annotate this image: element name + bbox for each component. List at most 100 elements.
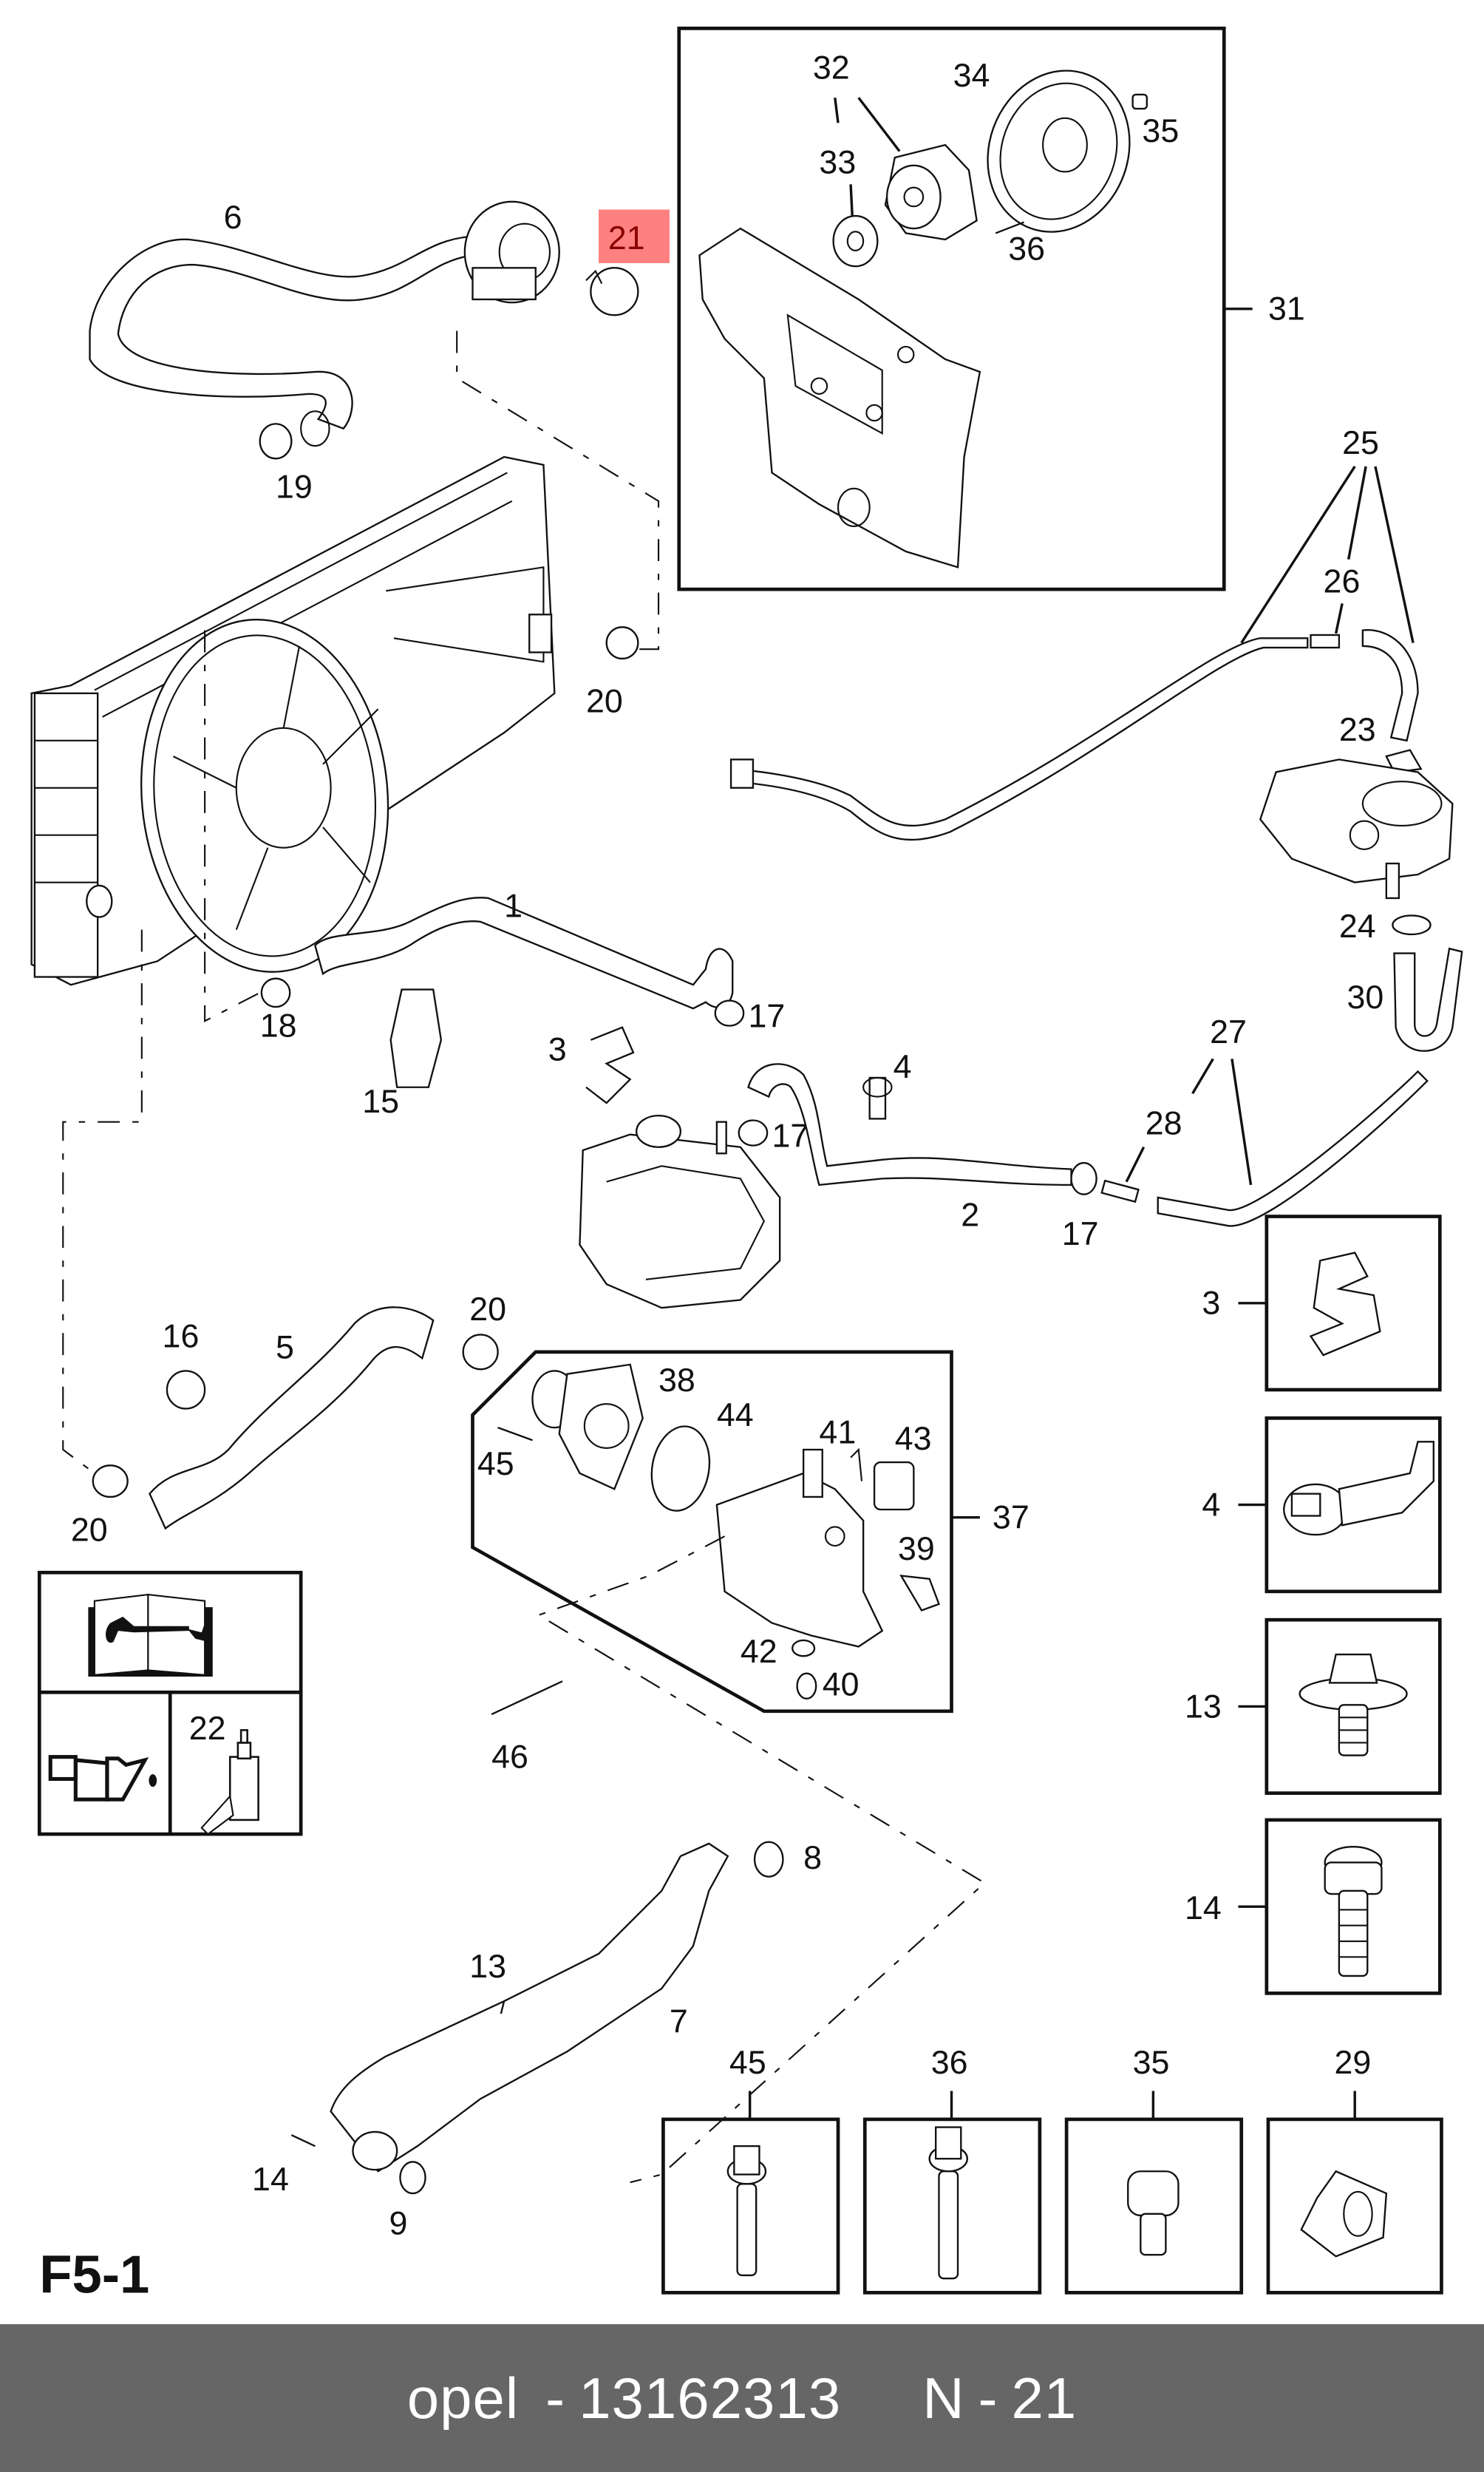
callout-46[interactable]: 46	[491, 1739, 528, 1776]
clamp-20-lower	[92, 1464, 129, 1498]
lower-hose-5	[149, 1306, 435, 1530]
bracket-15	[389, 988, 443, 1088]
callout-17-a[interactable]: 17	[749, 998, 786, 1035]
callout-43[interactable]: 43	[895, 1420, 932, 1457]
sensor-39	[899, 1575, 940, 1612]
callout-42[interactable]: 42	[741, 1633, 777, 1670]
side-box-13[interactable]: 13	[1185, 1617, 1442, 1796]
callout-40[interactable]: 40	[823, 1666, 860, 1703]
clamp-20-mid	[462, 1334, 499, 1371]
callout-41[interactable]: 41	[819, 1413, 856, 1450]
callout-25[interactable]: 25	[1342, 424, 1379, 461]
group-frame-37	[471, 1350, 953, 1714]
callout-32[interactable]: 32	[813, 50, 850, 86]
callout-17-c[interactable]: 17	[1062, 1215, 1099, 1252]
throttle-body	[1259, 758, 1454, 900]
oring-42	[792, 1639, 816, 1657]
callout-28[interactable]: 28	[1146, 1105, 1182, 1142]
callout-38[interactable]: 38	[658, 1362, 695, 1399]
callout-2[interactable]: 2	[961, 1196, 979, 1233]
hose-2	[747, 1063, 1072, 1186]
bolt-35	[1131, 93, 1148, 110]
bottom-box-35[interactable]: 35	[1064, 2044, 1244, 2295]
callout-20-lower[interactable]: 20	[71, 1512, 108, 1549]
thermostat-group: 37 38 44 41 43 39 42 40 45	[471, 1350, 1029, 1714]
callout-16[interactable]: 16	[163, 1317, 200, 1354]
bottom-box-45[interactable]: 45	[661, 2044, 840, 2295]
callout-4[interactable]: 4	[894, 1048, 912, 1085]
side-box-13-label: 13	[1185, 1688, 1222, 1725]
callout-39[interactable]: 39	[898, 1530, 935, 1567]
callout-33[interactable]: 33	[819, 143, 856, 180]
bottom-box-35-label: 35	[1133, 2044, 1170, 2081]
clamp-18	[260, 977, 291, 1008]
callout-31[interactable]: 31	[1268, 291, 1305, 327]
callout-45[interactable]: 45	[477, 1445, 514, 1482]
ring-8	[753, 1841, 784, 1878]
pipe-25	[729, 628, 1419, 841]
footer-callout-prefix: N	[922, 2365, 965, 2431]
callout-13[interactable]: 13	[469, 1948, 506, 1985]
callout-20-mid[interactable]: 20	[469, 1291, 506, 1328]
callout-3[interactable]: 3	[548, 1031, 567, 1068]
clamp-24	[1392, 914, 1432, 936]
side-box-4[interactable]: 4	[1202, 1416, 1442, 1594]
callout-27[interactable]: 27	[1210, 1013, 1247, 1050]
bottom-box-29[interactable]: 29	[1266, 2044, 1443, 2295]
sealant-bottle-icon	[200, 1729, 259, 1836]
oil-can-icon	[48, 1755, 157, 1802]
callout-9[interactable]: 9	[389, 2205, 408, 2242]
callout-23[interactable]: 23	[1339, 711, 1376, 748]
callout-19[interactable]: 19	[276, 469, 313, 506]
callout-15[interactable]: 15	[362, 1083, 399, 1120]
callout-8[interactable]: 8	[803, 1839, 822, 1876]
seal-33	[832, 214, 879, 268]
clamp-20-upper	[605, 626, 639, 660]
footer-bar: opel - 13162313 N - 21	[0, 2324, 1484, 2472]
callout-1[interactable]: 1	[504, 888, 523, 925]
side-box-4-label: 4	[1202, 1487, 1220, 1524]
callout-14[interactable]: 14	[252, 2161, 289, 2198]
service-manual-icon	[88, 1593, 213, 1677]
callout-21[interactable]: 21	[608, 220, 645, 257]
callout-17-b[interactable]: 17	[772, 1118, 809, 1155]
bolt-13	[500, 2000, 506, 2014]
callout-20-upper[interactable]: 20	[586, 682, 623, 719]
figure-id: F5-1	[39, 2244, 149, 2304]
flange-end	[352, 2130, 398, 2171]
callout-37[interactable]: 37	[993, 1499, 1029, 1536]
callout-34[interactable]: 34	[953, 57, 990, 94]
side-box-14[interactable]: 14	[1185, 1818, 1442, 1995]
gasket-43	[873, 1461, 915, 1511]
bolt-45	[497, 1427, 533, 1442]
side-box-3[interactable]: 3	[1202, 1215, 1442, 1392]
callout-6[interactable]: 6	[224, 199, 242, 236]
plug-40	[796, 1672, 817, 1700]
callout-5[interactable]: 5	[276, 1328, 294, 1365]
callout-26[interactable]: 26	[1324, 563, 1361, 600]
callout-35[interactable]: 35	[1142, 112, 1179, 149]
footer-callout-number: 21	[1011, 2365, 1078, 2431]
water-pump-32	[884, 143, 978, 241]
callout-7[interactable]: 7	[670, 2003, 688, 2040]
callout-18[interactable]: 18	[260, 1008, 297, 1045]
highlight-box	[599, 209, 670, 263]
pulley-34	[987, 69, 1131, 233]
exploded-parts-diagram: 31 32 33 34 35 36	[30, 27, 1463, 2304]
clamp-17-c	[1070, 1161, 1097, 1195]
side-box-3-label: 3	[1202, 1285, 1220, 1322]
hose-1	[314, 897, 734, 1010]
bottom-box-36[interactable]: 36	[862, 2044, 1042, 2295]
pipe-7	[290, 1841, 784, 2195]
callout-30[interactable]: 30	[1347, 979, 1384, 1016]
callout-44[interactable]: 44	[717, 1396, 754, 1433]
hose-30	[1393, 947, 1463, 1052]
bolt-36	[995, 221, 1024, 234]
callout-36[interactable]: 36	[1008, 231, 1045, 268]
bolt-46	[491, 1680, 563, 1716]
bottom-box-45-label: 45	[729, 2044, 766, 2081]
callout-21-highlight[interactable]: 21	[599, 209, 670, 263]
timing-cover-31	[698, 227, 981, 568]
callout-24[interactable]: 24	[1339, 908, 1376, 945]
footer-separator-2: -	[978, 2365, 998, 2431]
